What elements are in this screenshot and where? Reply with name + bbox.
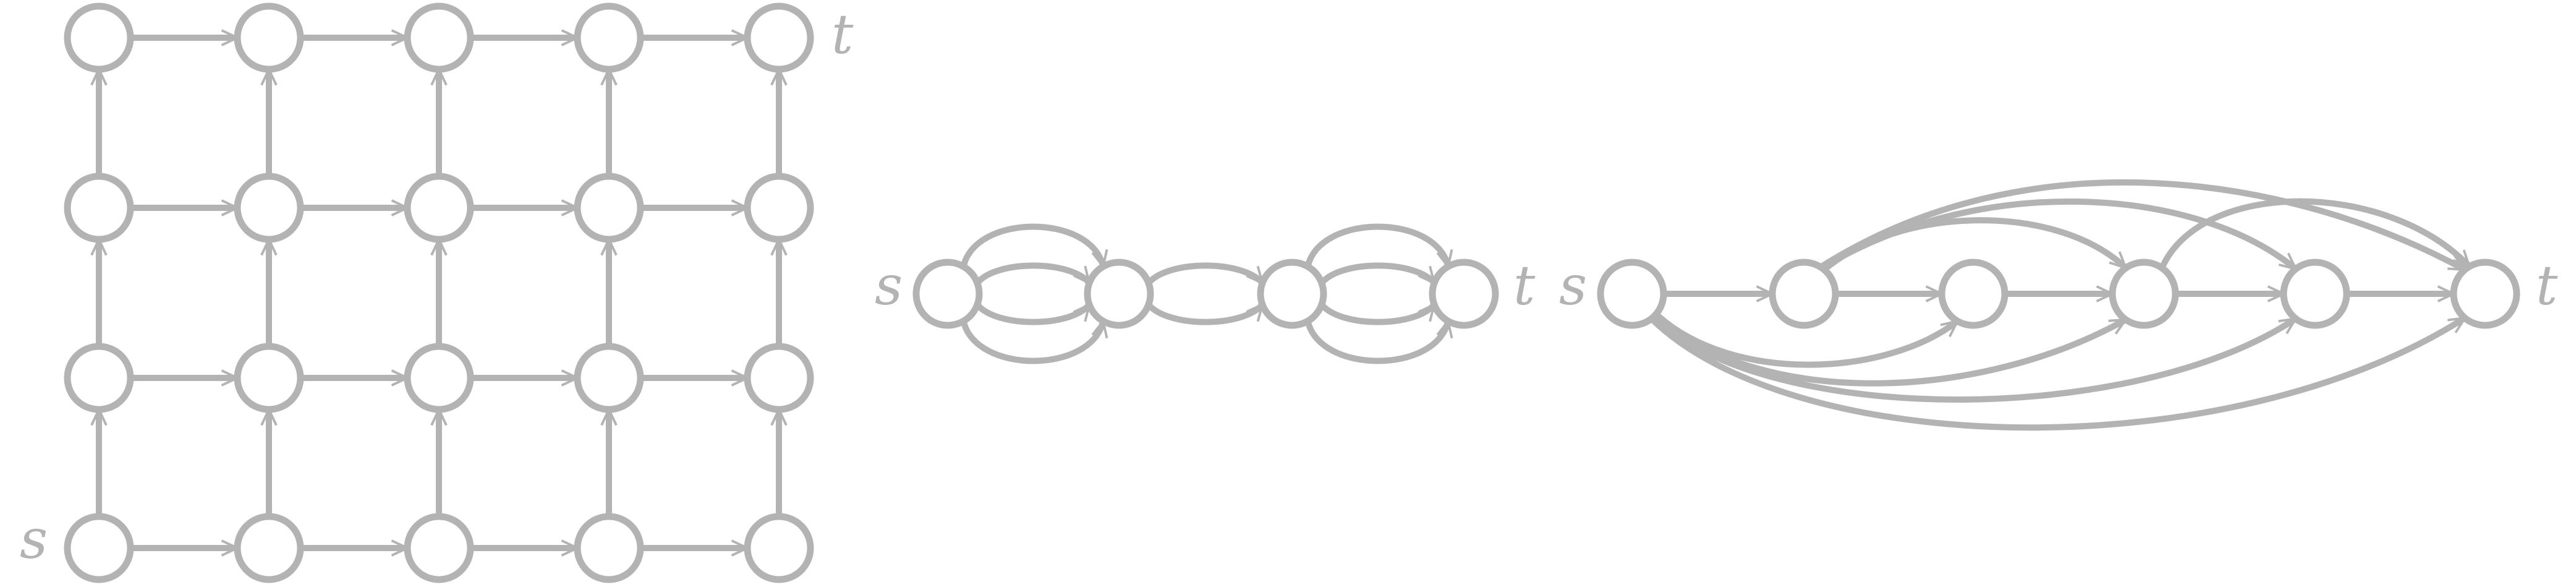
parallel-edge — [975, 262, 1092, 283]
grid-node — [744, 513, 814, 583]
parallel-edge — [1319, 304, 1437, 325]
grid-node — [64, 513, 134, 583]
grid-diagram: s t — [20, 2, 854, 583]
chain-node — [1769, 259, 1839, 329]
chain-node — [2450, 259, 2520, 329]
grid-node — [404, 343, 474, 413]
parallel-edge — [1319, 262, 1437, 283]
chain-edge-above — [1819, 179, 2465, 273]
parallel-edge — [975, 304, 1092, 325]
grid-node — [64, 173, 134, 243]
parallel-edge — [960, 223, 1103, 266]
grid-node — [574, 173, 644, 243]
grid-node — [64, 343, 134, 413]
grid-node — [234, 343, 304, 413]
grid-node — [404, 2, 474, 73]
chain-node — [2280, 259, 2350, 329]
grid-source-label: s — [20, 507, 48, 571]
chain-node — [1597, 259, 1667, 329]
chain-edge-below — [1651, 315, 2295, 403]
parallel-edges-diagram: s t — [875, 223, 1536, 364]
chain-node — [1938, 259, 2009, 329]
grid-node — [574, 343, 644, 413]
chain-edge-below — [1649, 315, 2465, 431]
grid-node — [404, 173, 474, 243]
chain-diagram: s t — [1559, 179, 2558, 431]
chain-edge-above — [1820, 198, 2295, 272]
grid-node — [234, 513, 304, 583]
parallel-edge — [1146, 302, 1265, 325]
parallel-edge — [1146, 262, 1265, 286]
parallel-node — [1084, 259, 1154, 329]
chain-edge-above — [2159, 198, 2472, 270]
grid-sink-label: t — [831, 2, 854, 66]
parallel-edge — [1304, 223, 1448, 266]
grid-node — [744, 173, 814, 243]
chain-sink-label: t — [2536, 254, 2558, 317]
grid-node — [234, 2, 304, 73]
grid-node — [64, 2, 134, 73]
grid-node — [234, 173, 304, 243]
grid-node — [574, 513, 644, 583]
chain-edge-below — [1652, 314, 2126, 387]
parallel-node — [1429, 259, 1499, 329]
parallel-source-label: s — [875, 254, 903, 317]
chain-source-label: s — [1559, 254, 1587, 317]
grid-node — [744, 343, 814, 413]
grid-node — [574, 2, 644, 73]
parallel-edge — [1304, 321, 1448, 364]
grid-node — [404, 513, 474, 583]
parallel-node — [912, 259, 983, 329]
parallel-edge — [960, 321, 1103, 364]
chain-node — [2109, 259, 2179, 329]
parallel-node — [1257, 259, 1327, 329]
parallel-sink-label: t — [1513, 254, 1536, 317]
grid-node — [744, 2, 814, 73]
